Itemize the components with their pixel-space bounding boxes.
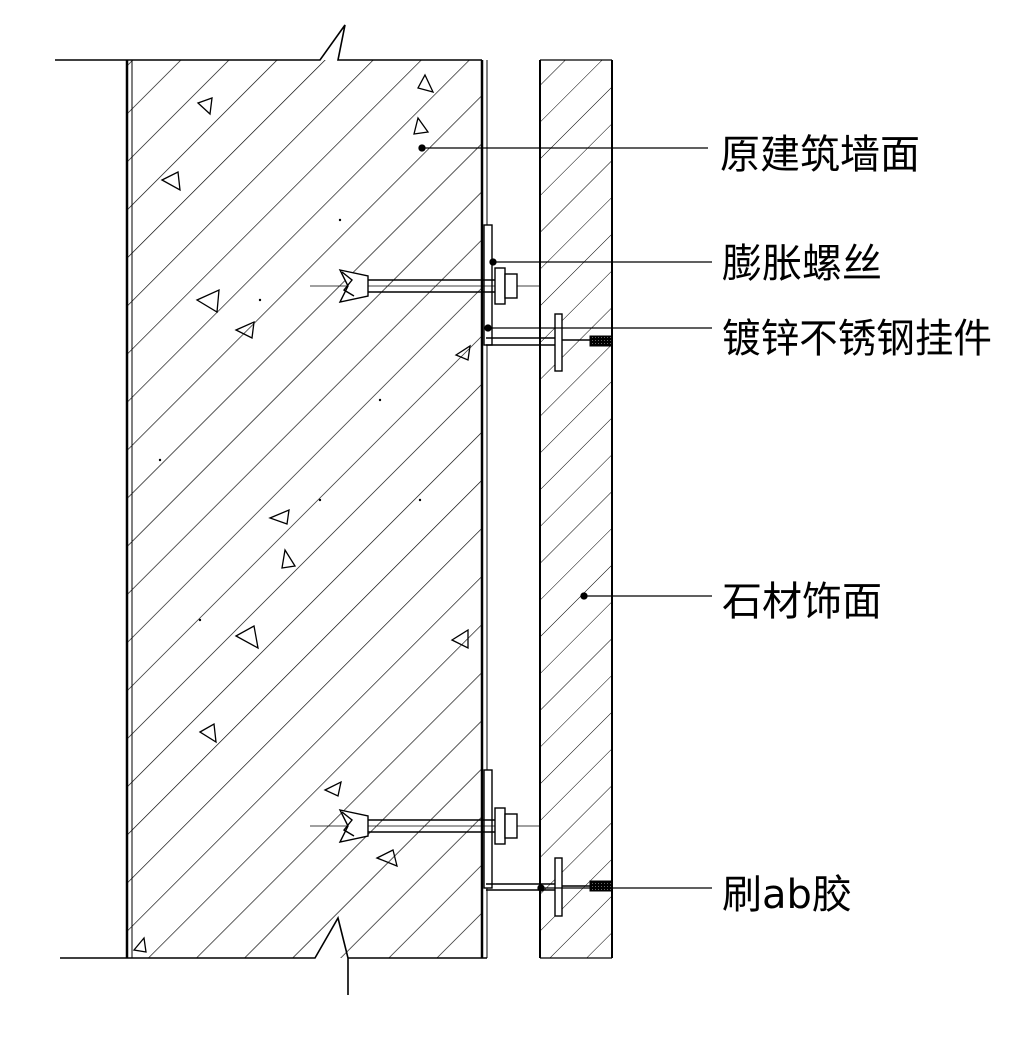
bottom-break-line <box>60 915 487 995</box>
original-wall <box>125 60 488 958</box>
leader-ab-glue <box>537 884 712 892</box>
concrete-aggregate-marks <box>132 73 471 953</box>
label-stone-finish: 石材饰面 <box>722 579 882 625</box>
label-galvanized-hanger: 镀锌不锈钢挂件 <box>722 316 992 362</box>
leader-lines <box>418 144 712 892</box>
top-break-line <box>55 24 482 61</box>
hanger-lower <box>486 857 592 917</box>
expansion-bolt-lower <box>310 769 540 889</box>
concrete-dots <box>158 218 422 622</box>
label-expansion-bolt: 膨胀螺丝 <box>722 241 882 287</box>
leader-galvanized-hanger <box>484 324 712 332</box>
leader-original-wall <box>418 144 708 152</box>
stone-finish <box>539 59 613 959</box>
label-original-wall: 原建筑墙面 <box>720 132 920 178</box>
label-ab-glue: 刷ab胶 <box>722 872 852 918</box>
leader-expansion-bolt <box>489 258 712 266</box>
expansion-bolt-upper <box>310 224 540 346</box>
leader-stone-finish <box>580 592 712 600</box>
hanger-upper <box>486 313 592 372</box>
ab-glue-upper <box>589 335 613 347</box>
ab-glue-lower <box>589 880 613 892</box>
